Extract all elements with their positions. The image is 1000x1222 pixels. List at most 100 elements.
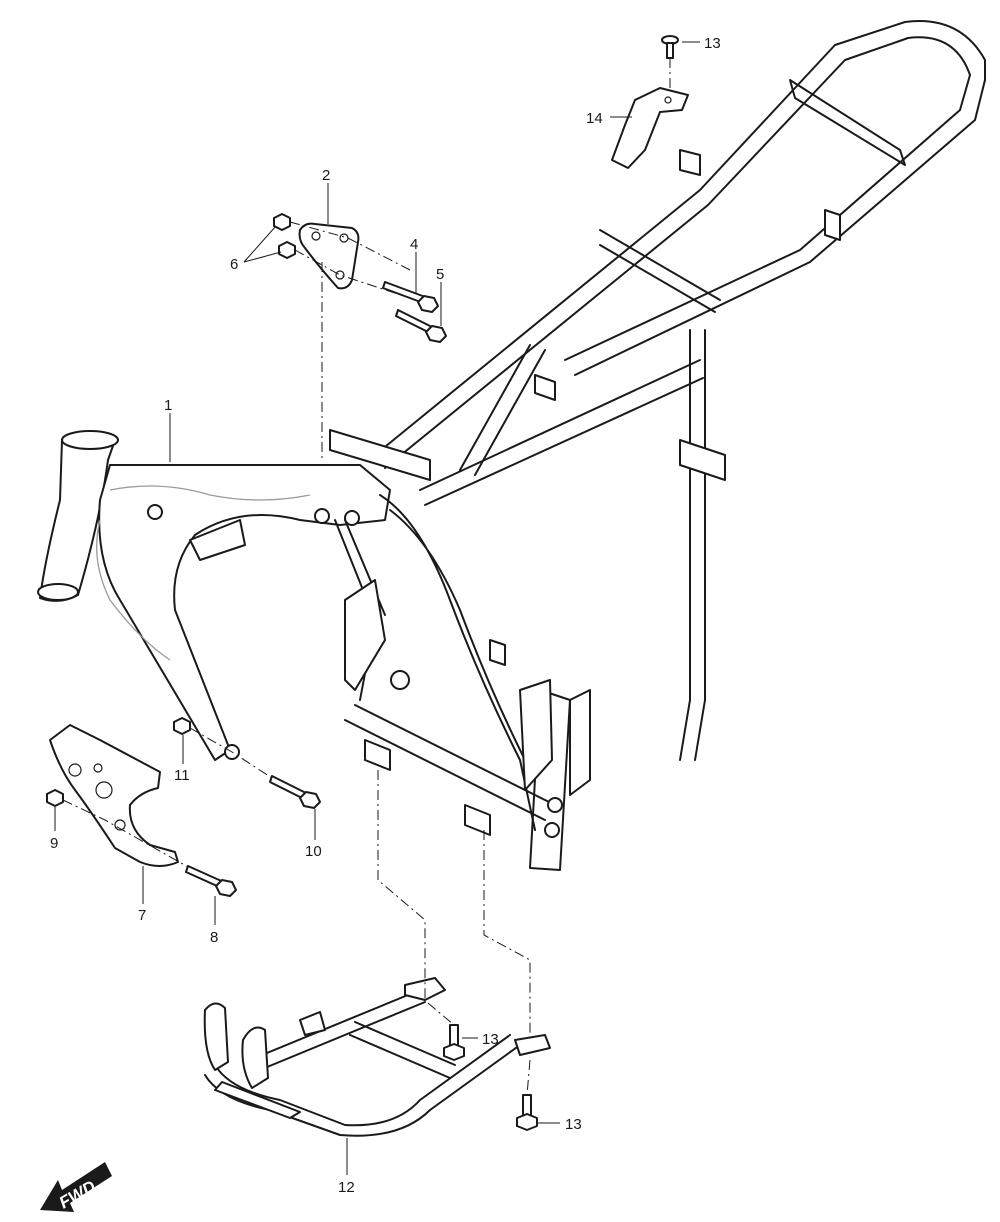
main-spar [98,464,391,761]
lower-cross-tube [344,704,556,821]
bolt-4-head [417,295,439,313]
hanger-hole-3 [335,270,345,280]
tab-3 [679,439,726,481]
callout-13-mid: 13 [482,1031,499,1048]
diagonal-brace [419,359,704,506]
leader-lines [54,41,700,1175]
callout-labels: 1 2 4 5 6 7 8 9 10 11 12 13 13 13 14 [50,35,721,1196]
bracket-14-body [611,87,689,169]
callout-11: 11 [174,767,190,784]
rear-plate-right [569,689,591,796]
callout-6: 6 [230,256,238,273]
bolt-4 [382,281,439,313]
callout-5: 5 [436,266,444,283]
centerline-bolt10 [189,727,273,779]
rear-down-tube-left [459,344,546,476]
callout-9: 9 [50,835,58,852]
pivot-plate-left [344,579,386,691]
upper-right-rail [564,74,971,361]
fwd-arrow-icon [40,1162,112,1212]
bolt-8-head [215,879,237,897]
weld-seam [96,485,311,661]
guard-tab-rear [514,1034,551,1056]
rear-loop [904,20,986,81]
engine-hanger-plate [298,222,360,290]
callout-12: 12 [338,1179,355,1196]
bolt-13-bot-head [516,1113,538,1131]
guard-tab-upper [299,1011,326,1036]
nut-11 [173,717,191,735]
nut-upper [273,213,291,231]
mount-boss-3 [344,510,360,526]
centerline-bolt13-bot [526,1059,531,1096]
tab-1 [679,149,701,176]
spar-gusset [189,519,246,561]
mount-boss-2 [314,508,330,524]
right-lower-tube [529,689,571,871]
front-loop-left [379,494,536,831]
upper-right-rail-inner [574,79,986,376]
bolt-13-bot [516,1094,538,1131]
centerline-bolt13-mid [427,1002,455,1026]
upper-left-rail [374,21,906,456]
bracket-hole-3 [93,763,103,773]
bolt-5 [395,309,447,343]
assembly-lines [62,58,671,1096]
small-bracket-14 [611,87,689,169]
top-bracket [329,429,431,481]
mount-boss-7 [547,797,563,813]
callout-4: 4 [410,236,418,253]
screw-13-top [661,35,679,59]
screw-13-top-shank [666,42,674,59]
engine-bracket [49,724,179,867]
centerline-hanger-nuts [289,221,411,299]
mount-boss-6 [544,822,560,838]
nut-9 [46,789,64,807]
callout-10: 10 [305,843,322,860]
bracket-hole-4 [114,819,126,831]
tab-4 [534,374,556,401]
leader-6 [243,225,282,263]
guard-plate-mid [241,1026,269,1089]
guard-tube-cross [249,989,456,1079]
mid-cross-tube [599,229,721,313]
hanger-hole-1 [311,231,321,241]
tab-7 [364,739,391,771]
bolt-8 [185,865,237,897]
upper-left-rail-inner [384,37,909,469]
tab-6 [464,804,491,836]
rear-down-tube-right [679,329,706,761]
bracket-hole-2 [95,781,113,799]
skid-guard [203,977,551,1137]
mount-boss-5 [390,670,410,690]
fwd-direction-badge: FWD [40,1162,112,1213]
bracket-14-hole [664,96,672,104]
hex-nuts-6 [273,213,296,259]
bolt-10-head [299,791,321,809]
centerline-guard-front [377,770,426,1000]
head-pipe-bottom [37,583,79,601]
callout-7: 7 [138,907,146,924]
bracket-hole-1 [68,763,82,777]
callout-2: 2 [322,167,330,184]
tab-5 [489,639,506,666]
tab-2 [824,209,841,241]
rear-cross-plate [789,79,906,166]
bolt-5-head [425,325,447,343]
bolt-13-mid-head [443,1043,465,1061]
centerline-guard-rear [483,830,531,1040]
bracket-7-body [49,724,179,867]
bolt-10 [269,775,321,809]
callout-14: 14 [586,110,603,127]
head-pipe-top [61,430,119,450]
bolt-13-mid [443,1024,465,1061]
main-frame [37,20,986,871]
pivot-plate-right [519,679,553,791]
callout-1: 1 [164,397,172,414]
rear-loop-inner [907,36,971,76]
callout-8: 8 [210,929,218,946]
callout-13-top: 13 [704,35,721,52]
callout-13-bot: 13 [565,1116,582,1133]
centerline-bolt8 [62,799,189,868]
